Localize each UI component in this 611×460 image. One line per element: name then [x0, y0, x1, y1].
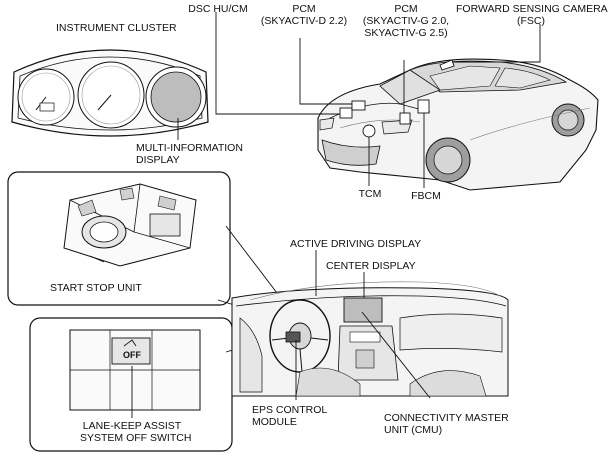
label-lka-switch: LANE-KEEP ASSIST SYSTEM OFF SWITCH [80, 420, 192, 444]
label-center-display: CENTER DISPLAY [326, 260, 416, 272]
label-tcm: TCM [358, 188, 382, 200]
label-multi-information-display: MULTI-INFORMATION DISPLAY [136, 142, 243, 166]
interior-leaders [295, 250, 431, 400]
car-interior [231, 281, 509, 397]
pcm-diesel-marker [351, 100, 366, 111]
label-active-driving-display: ACTIVE DRIVING DISPLAY [290, 238, 422, 250]
label-instrument-cluster: INSTRUMENT CLUSTER [56, 22, 177, 34]
start-stop-unit-illustration [63, 183, 197, 267]
label-pcm-gas: PCM (SKYACTIV-G 2.0, SKYACTIV-G 2.5) [356, 3, 456, 39]
label-fbcm: FBCM [411, 190, 441, 202]
label-fsc-line1: FORWARD SENSING CAMERA [456, 3, 608, 15]
label-dsc-hu-cm: DSC HU/CM [188, 3, 248, 15]
car-exterior [317, 58, 599, 191]
label-pcm-diesel-line2: (SKYACTIV-D 2.2) [260, 15, 348, 27]
lka-switch-off-text: OFF [123, 350, 141, 360]
label-cmu-line2: UNIT (CMU) [384, 424, 443, 436]
pcm-gas-marker [399, 112, 411, 125]
label-lka-line1: LANE-KEEP ASSIST [82, 420, 182, 432]
label-pcm-gas-line1: PCM [394, 3, 418, 15]
label-pcm-diesel: PCM (SKYACTIV-D 2.2) [256, 3, 352, 27]
lka-off-switch [111, 337, 151, 365]
lka-switch-illustration [69, 329, 201, 411]
fbcm-marker [417, 99, 430, 114]
top-leaders [215, 12, 541, 188]
dsc-hu-cm-marker [339, 107, 353, 119]
instrument-cluster [11, 49, 209, 137]
label-eps-line2: MODULE [252, 416, 297, 428]
label-fsc-line2: (FSC) [517, 15, 545, 27]
label-cmu-line1: CONNECTIVITY MASTER [384, 412, 509, 424]
label-lka-line2: SYSTEM OFF SWITCH [80, 432, 192, 444]
label-eps-control-module: EPS CONTROL MODULE [252, 404, 327, 428]
label-pcm-gas-line2: (SKYACTIV-G 2.0, [362, 15, 450, 27]
tcm-marker [362, 124, 376, 138]
label-start-stop-unit: START STOP UNIT [50, 282, 142, 294]
label-fsc: FORWARD SENSING CAMERA (FSC) [456, 3, 608, 27]
label-mid-line2: DISPLAY [136, 154, 180, 166]
label-pcm-diesel-line1: PCM [292, 3, 316, 15]
label-pcm-gas-line3: SKYACTIV-G 2.5) [364, 27, 448, 39]
label-mid-line1: MULTI-INFORMATION [136, 142, 243, 154]
center-display-marker [343, 297, 383, 323]
label-cmu: CONNECTIVITY MASTER UNIT (CMU) [384, 412, 509, 436]
label-eps-line1: EPS CONTROL [252, 404, 328, 416]
fsc-marker [439, 59, 455, 71]
eps-marker [285, 331, 301, 343]
